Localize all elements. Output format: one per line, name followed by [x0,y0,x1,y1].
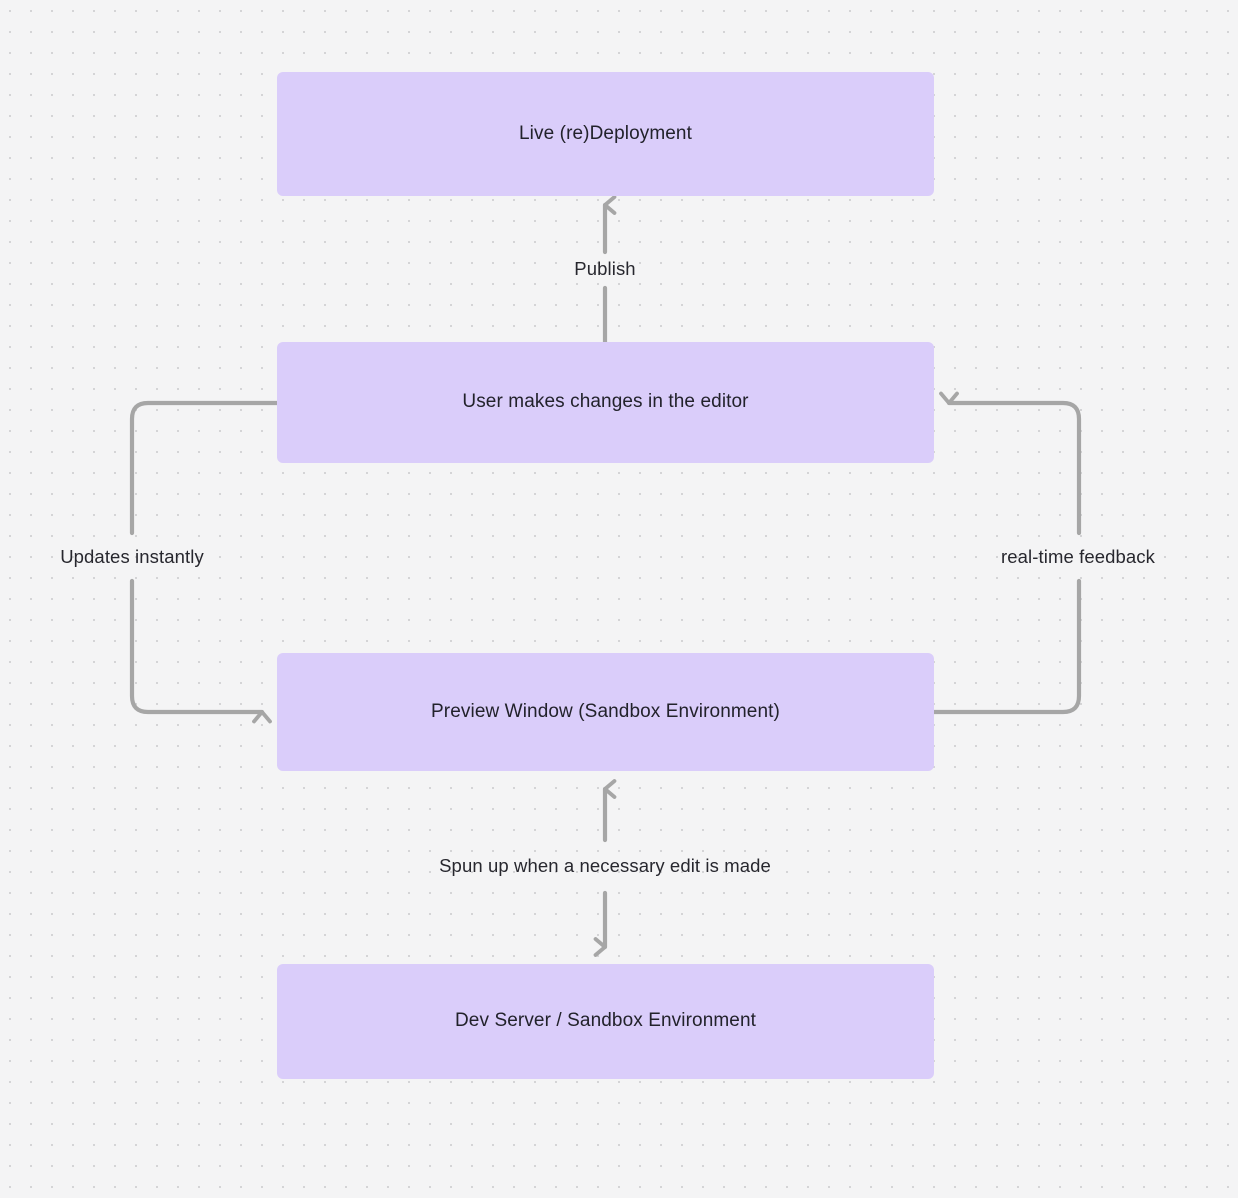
node-label-dev-server: Dev Server / Sandbox Environment [454,1010,756,1032]
edge-label-real-time-feedback: real-time feedback [1001,546,1155,567]
node-label-live-deployment: Live (re)Deployment [519,122,692,144]
node-live-deployment[interactable]: Live (re)Deployment [277,72,934,196]
node-label-user-edits: User makes changes in the editor [462,391,749,413]
node-dev-server[interactable]: Dev Server / Sandbox Environment [277,964,934,1079]
node-preview-window[interactable]: Preview Window (Sandbox Environment) [277,653,934,771]
edge-label-spun-up: Spun up when a necessary edit is made [439,855,771,876]
edge-label-updates-instantly: Updates instantly [60,546,204,567]
node-label-preview-window: Preview Window (Sandbox Environment) [431,700,780,722]
edge-label-publish: Publish [574,258,636,279]
node-user-edits[interactable]: User makes changes in the editor [277,342,934,463]
